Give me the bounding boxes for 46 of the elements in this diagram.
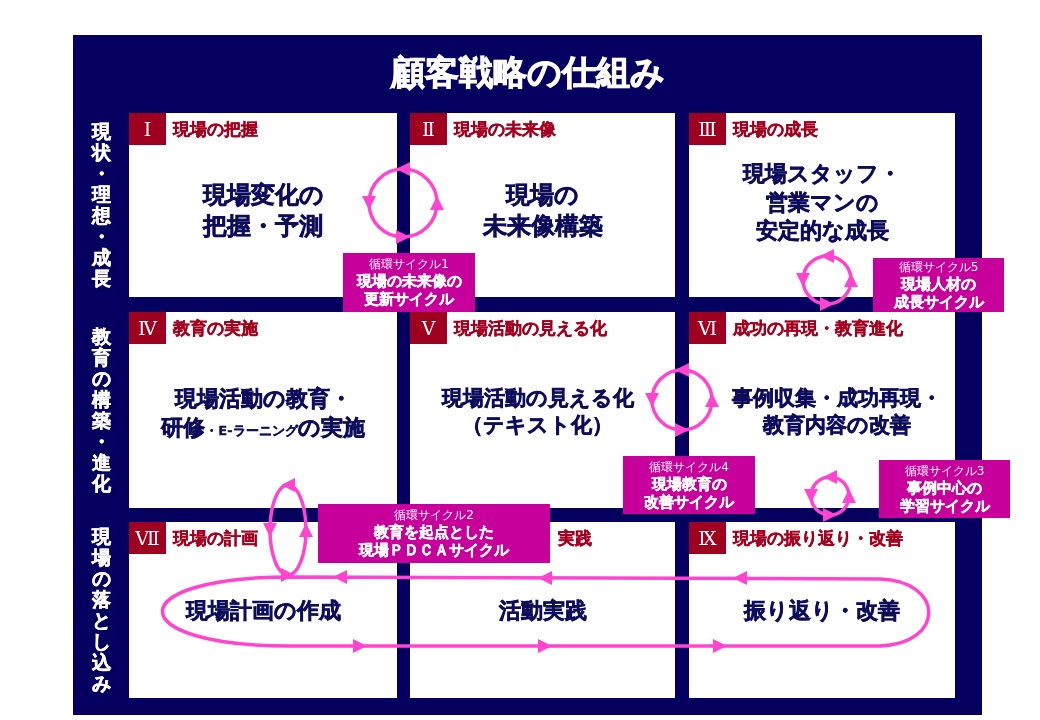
cell-heading: 教育の実施	[173, 318, 258, 338]
row-label: 現場の落とし込み	[91, 526, 111, 694]
cell-heading: 現場の振り返り・改善	[733, 528, 903, 548]
cycle-name: 事例中心の学習サイクル	[899, 478, 990, 515]
numeral-tag: Ⅱ	[410, 113, 447, 145]
row-label: 教育の構築・進化	[91, 326, 111, 494]
cell-body-text: 振り返り・改善	[744, 597, 900, 625]
cell-body-text: 現場計画の作成	[185, 597, 341, 625]
cycle-name: 現場人材の成長サイクル	[893, 274, 984, 311]
cycle-name: 教育を起点とした現場ＰＤＣＡサイクル	[359, 523, 509, 559]
cell-heading: 現場の把握	[173, 119, 258, 139]
cell-body-text: 現場変化の把握・予測	[202, 180, 324, 243]
cell-heading: 実践	[558, 528, 592, 548]
cell-body-text: 事例収集・成功再現・教育内容の改善	[732, 385, 942, 440]
numeral-tag: Ⅶ	[129, 522, 166, 554]
cell-heading: 現場活動の見える化	[454, 318, 607, 338]
cycle-label-box	[623, 456, 755, 514]
numeral-tag: Ⅵ	[689, 312, 726, 344]
cell-heading: 現場の成長	[733, 119, 818, 139]
cycle-number: 循環サイクル4	[649, 459, 729, 475]
cycle-label-box	[879, 460, 1010, 518]
numeral-tag: Ⅳ	[129, 312, 166, 344]
cell-body-text: 現場スタッフ・営業マンの安定的な成長	[743, 160, 901, 246]
cell-heading: 現場の計画	[173, 528, 258, 548]
row-label: 現状・理想・成長	[91, 121, 111, 289]
cycle-number: 循環サイクル2	[394, 508, 474, 523]
cell-body-text: 活動実践	[498, 597, 587, 625]
cycle-number: 循環サイクル1	[369, 257, 449, 272]
cycle-name: 現場教育の改善サイクル	[644, 474, 734, 511]
grid-cell	[689, 522, 955, 698]
cell-heading: 現場の未来像	[454, 119, 556, 139]
cell-body-text: 現場活動の見える化（テキスト化）	[441, 385, 634, 440]
cycle-label-box	[343, 253, 475, 312]
cycle-number: 循環サイクル5	[898, 259, 979, 275]
cycle-label-box	[873, 258, 1004, 312]
cell-body-text: 現場の未来像構築	[482, 180, 603, 243]
diagram-title: 顧客戦略の仕組み	[390, 51, 665, 94]
cycle-label-box	[318, 504, 550, 563]
numeral-tag: Ⅴ	[410, 312, 447, 344]
grid-cell	[129, 312, 397, 508]
cycle-name: 現場の未来像の更新サイクル	[356, 272, 462, 308]
cycle-number: 循環サイクル3	[904, 463, 985, 479]
numeral-tag: Ⅸ	[689, 522, 726, 554]
numeral-tag: Ⅲ	[689, 113, 726, 145]
numeral-tag: Ⅰ	[129, 113, 166, 145]
cell-heading: 成功の再現・教育進化	[733, 318, 903, 338]
